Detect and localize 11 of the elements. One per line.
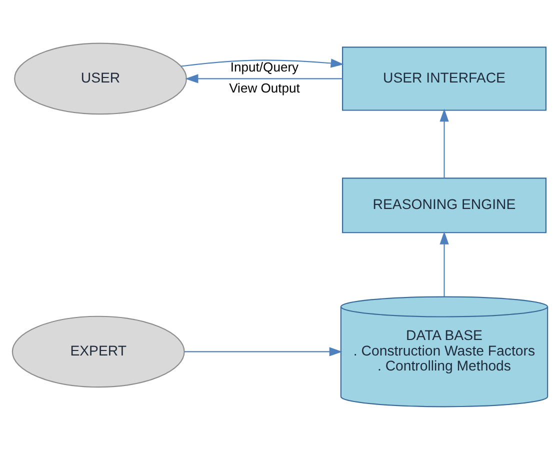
node-box: USER INTERFACE (342, 46, 546, 110)
arrow (440, 230, 449, 296)
arrow (184, 346, 342, 356)
arrow (185, 74, 342, 83)
node-ellipse: EXPERT (12, 315, 185, 388)
edge-label: Input/Query (230, 59, 299, 74)
node-ellipse: USER (14, 42, 187, 114)
edge-label: View Output (229, 80, 300, 95)
arrow (180, 58, 344, 68)
node-box: REASONING ENGINE (342, 177, 546, 233)
arrow (440, 108, 449, 178)
